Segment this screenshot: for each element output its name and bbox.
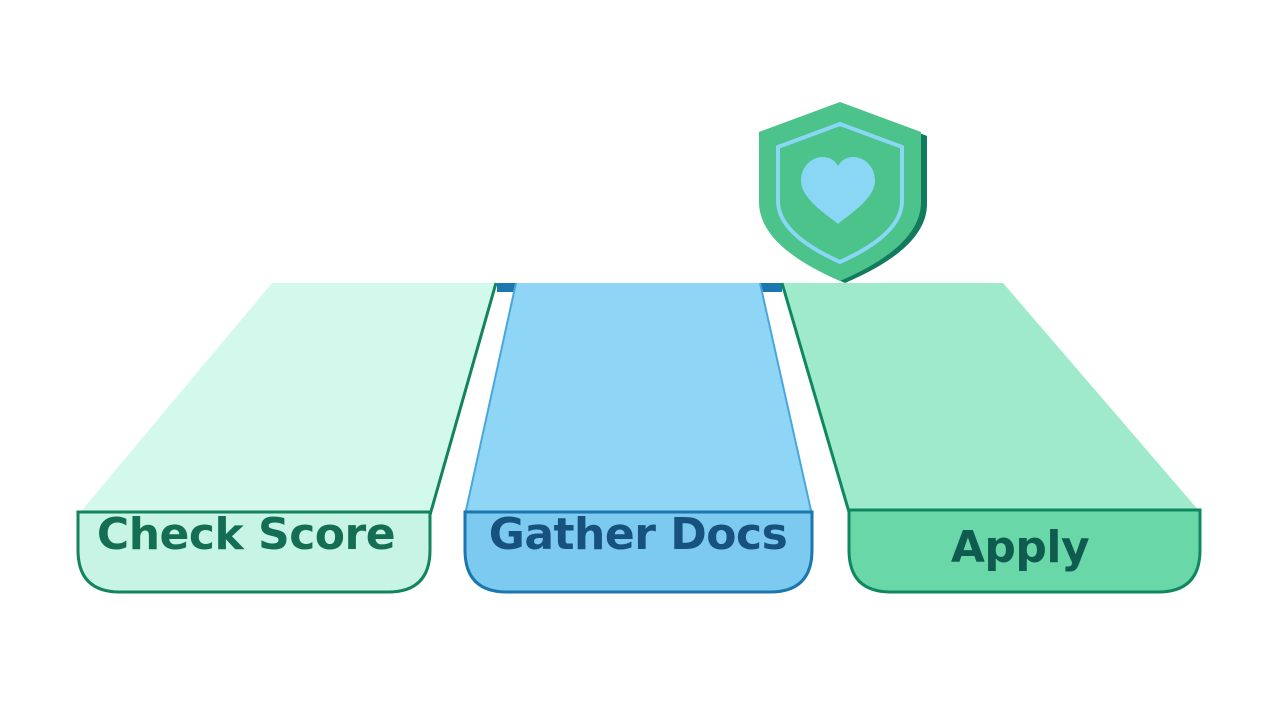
step-gather-docs-panel-edge-left bbox=[464, 282, 517, 516]
step-apply-panel-edge bbox=[780, 282, 851, 513]
step-check-score-label: Check Score bbox=[97, 509, 395, 560]
step-apply-panel bbox=[782, 283, 1200, 512]
connector-right bbox=[756, 283, 782, 292]
step-check-score-panel-edge bbox=[428, 282, 498, 516]
shield-inner-ring-icon bbox=[776, 121, 904, 265]
step-check-score: Check Score bbox=[76, 282, 498, 594]
heart-icon bbox=[801, 157, 875, 224]
step-gather-docs-label: Gather Docs bbox=[489, 509, 788, 560]
step-gather-docs: Gather Docs bbox=[463, 282, 814, 594]
shield-heart-icon bbox=[759, 102, 927, 283]
connector-left bbox=[497, 283, 521, 292]
step-check-score-tab bbox=[76, 510, 432, 594]
step-gather-docs-tab bbox=[463, 510, 814, 594]
step-apply-tab bbox=[847, 508, 1202, 594]
step-check-score-panel bbox=[78, 283, 496, 515]
step-apply-label: Apply bbox=[951, 522, 1089, 573]
step-gather-docs-panel bbox=[465, 283, 812, 515]
step-gather-docs-panel-edge-right bbox=[759, 282, 813, 516]
step-apply: Apply bbox=[780, 282, 1202, 594]
